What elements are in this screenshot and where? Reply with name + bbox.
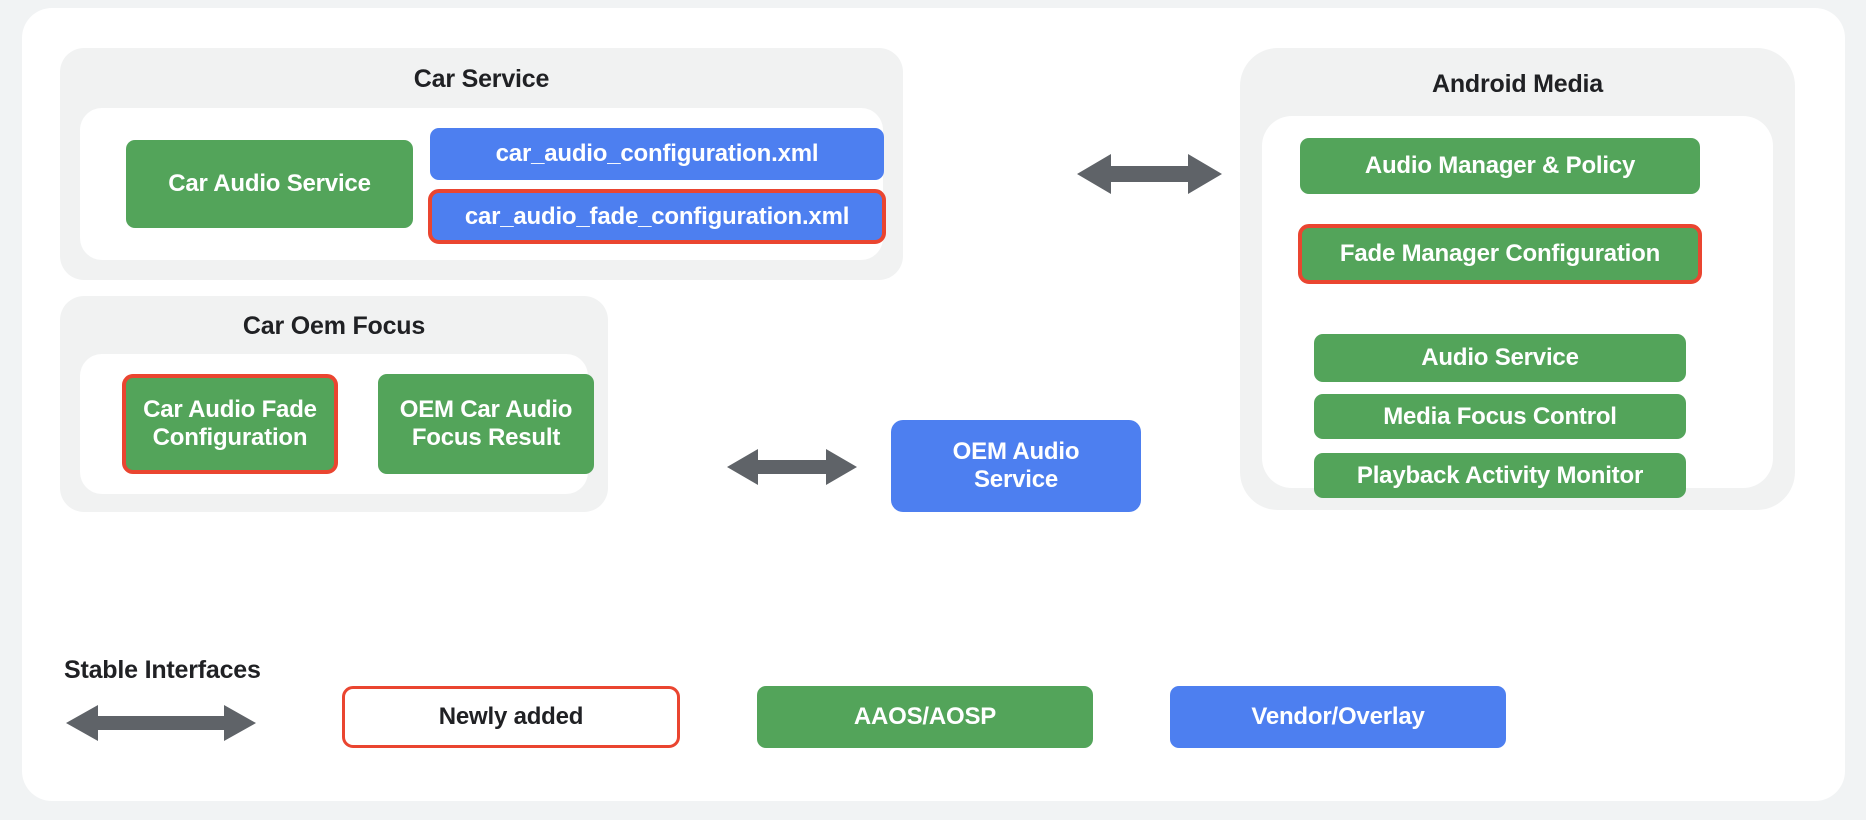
node-car-audio-fade-configuration-xml-label: car_audio_fade_configuration.xml [464,202,850,230]
group-car-oem-focus-title: Car Oem Focus [242,312,426,340]
group-car-service: Car Service Car Audio Service car_audio_… [60,48,903,280]
group-android-media-title: Android Media [1431,70,1603,98]
node-car-audio-configuration-xml-label: car_audio_configuration.xml [495,140,819,168]
node-audio-manager-and-policy[interactable]: Audio Manager & Policy [1300,138,1700,194]
node-audio-service-label: Audio Service [1421,344,1579,372]
node-car-audio-fade-configuration[interactable]: Car Audio Fade Configuration [122,374,338,474]
diagram-card: Car Service Car Audio Service car_audio_… [22,8,1845,801]
node-oem-audio-service[interactable]: OEM Audio Service [891,420,1141,512]
node-playback-activity-monitor-label: Playback Activity Monitor [1356,461,1644,489]
group-android-media: Android Media Audio Manager & Policy Fad… [1240,48,1795,510]
node-oem-audio-service-label: OEM Audio Service [952,438,1080,493]
node-oem-car-audio-focus-result-label: OEM Car Audio Focus Result [399,396,573,451]
node-car-audio-configuration-xml[interactable]: car_audio_configuration.xml [430,128,884,180]
node-car-audio-fade-configuration-label: Car Audio Fade Configuration [143,396,317,451]
node-audio-service[interactable]: Audio Service [1314,334,1686,382]
node-oem-car-audio-focus-result[interactable]: OEM Car Audio Focus Result [378,374,594,474]
node-car-audio-service[interactable]: Car Audio Service [126,140,413,228]
legend-item-newly-added[interactable]: Newly added [342,686,680,748]
legend-item-aaos-aosp-label: AAOS/AOSP [853,703,997,730]
legend-stable-interfaces-arrow [66,705,256,741]
group-car-oem-focus: Car Oem Focus Car Audio Fade Configurati… [60,296,608,512]
node-media-focus-control-label: Media Focus Control [1383,402,1617,430]
node-car-audio-fade-configuration-xml[interactable]: car_audio_fade_configuration.xml [428,189,886,244]
legend-item-aaos-aosp[interactable]: AAOS/AOSP [757,686,1093,748]
node-fade-manager-configuration-label: Fade Manager Configuration [1339,240,1661,268]
node-media-focus-control[interactable]: Media Focus Control [1314,394,1686,439]
legend-item-newly-added-label: Newly added [438,703,584,730]
node-fade-manager-configuration[interactable]: Fade Manager Configuration [1298,224,1702,284]
legend-item-vendor-overlay[interactable]: Vendor/Overlay [1170,686,1506,748]
node-car-audio-service-label: Car Audio Service [168,170,371,198]
group-car-service-title: Car Service [413,65,550,93]
arrow-car-oem-focus-to-oem-audio-service [727,449,857,485]
node-playback-activity-monitor[interactable]: Playback Activity Monitor [1314,453,1686,498]
legend-title: Stable Interfaces [64,656,261,684]
node-audio-manager-and-policy-label: Audio Manager & Policy [1364,152,1636,180]
legend-item-vendor-overlay-label: Vendor/Overlay [1251,703,1425,730]
arrow-car-service-to-android-media [1077,154,1222,194]
